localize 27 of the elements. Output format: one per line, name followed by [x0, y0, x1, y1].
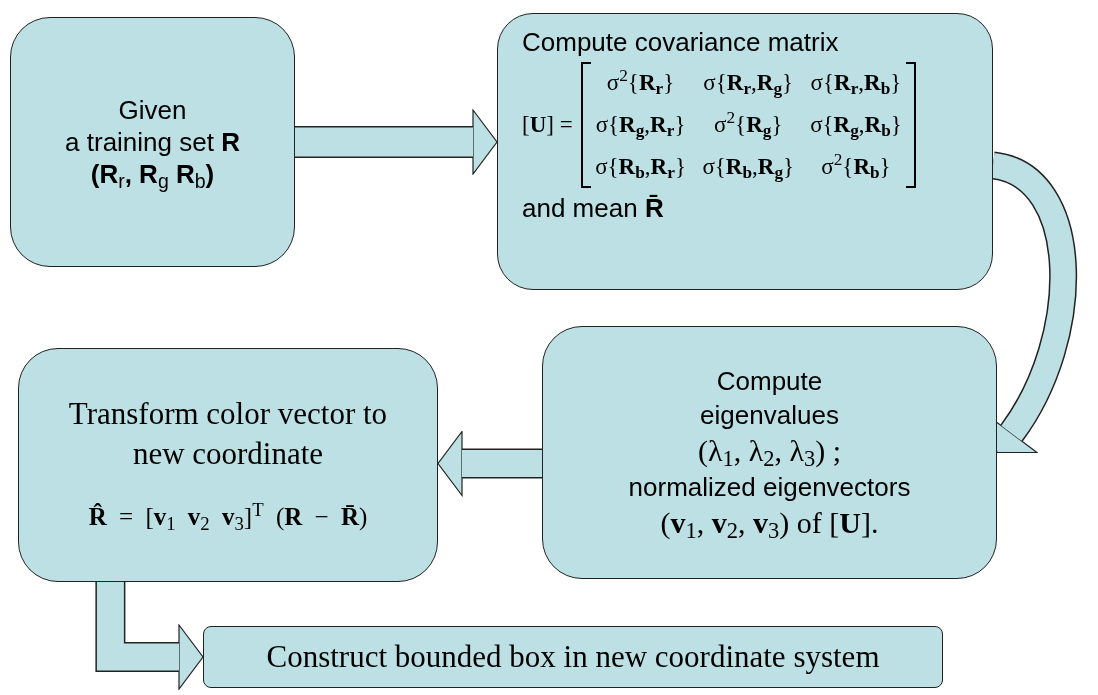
- matrix-entry: σ{R$_{g}$,R$_{b}$}: [810, 111, 902, 142]
- step-text: Compute eigenvalues: [699, 364, 840, 432]
- matrix-entry: σ$^{2}${R$_{r}$}: [605, 66, 676, 100]
- matrix-entry: σ{R$_{b}$,R$_{g}$}: [702, 153, 795, 184]
- matrix-entry: σ$^{2}${R$_{b}$}: [820, 150, 892, 184]
- process-box: [203, 626, 943, 688]
- step-text: a training set R: [65, 126, 240, 158]
- formula: R̂ = [v$_{1}$ v$_{2}$ v$_{3}$]$^{T}$ (R − R̄): [88, 498, 368, 536]
- matrix-entry: σ$^{2}${R$_{g}$}: [713, 108, 784, 142]
- matrix-label: [U] =: [522, 110, 573, 139]
- step-text: (v$_{1}$, v$_{2}$, v$_{3}$) of [U].: [660, 504, 879, 542]
- matrix-entry: σ{R$_{g}$,R$_{r}$}: [594, 111, 687, 142]
- matrix-entry: σ{R$_{b}$,R$_{r}$}: [594, 153, 687, 184]
- matrix-entry: σ{R$_{r}$,R$_{b}$}: [810, 69, 902, 100]
- step-text: Transform color vector to new coordinate: [67, 395, 389, 474]
- step-text: normalized eigenvectors: [628, 470, 911, 504]
- step-text: Given: [118, 94, 187, 126]
- process-box: [542, 326, 997, 579]
- step-heading: Compute covariance matrix: [522, 26, 839, 58]
- step-text: (R$_{r}$, R$_{g}$ R$_{b}$): [90, 158, 215, 190]
- step-text: and mean R̄: [522, 192, 664, 224]
- matrix-entry: σ{R$_{r}$,R$_{g}$}: [702, 69, 795, 100]
- process-box: [10, 17, 295, 267]
- process-box: [18, 348, 438, 582]
- step-text: (λ$_{1}$, λ$_{2}$, λ$_{3}$) ;: [697, 432, 842, 470]
- step-text: Construct bounded box in new coordinate system: [266, 639, 880, 674]
- process-box: [497, 13, 993, 290]
